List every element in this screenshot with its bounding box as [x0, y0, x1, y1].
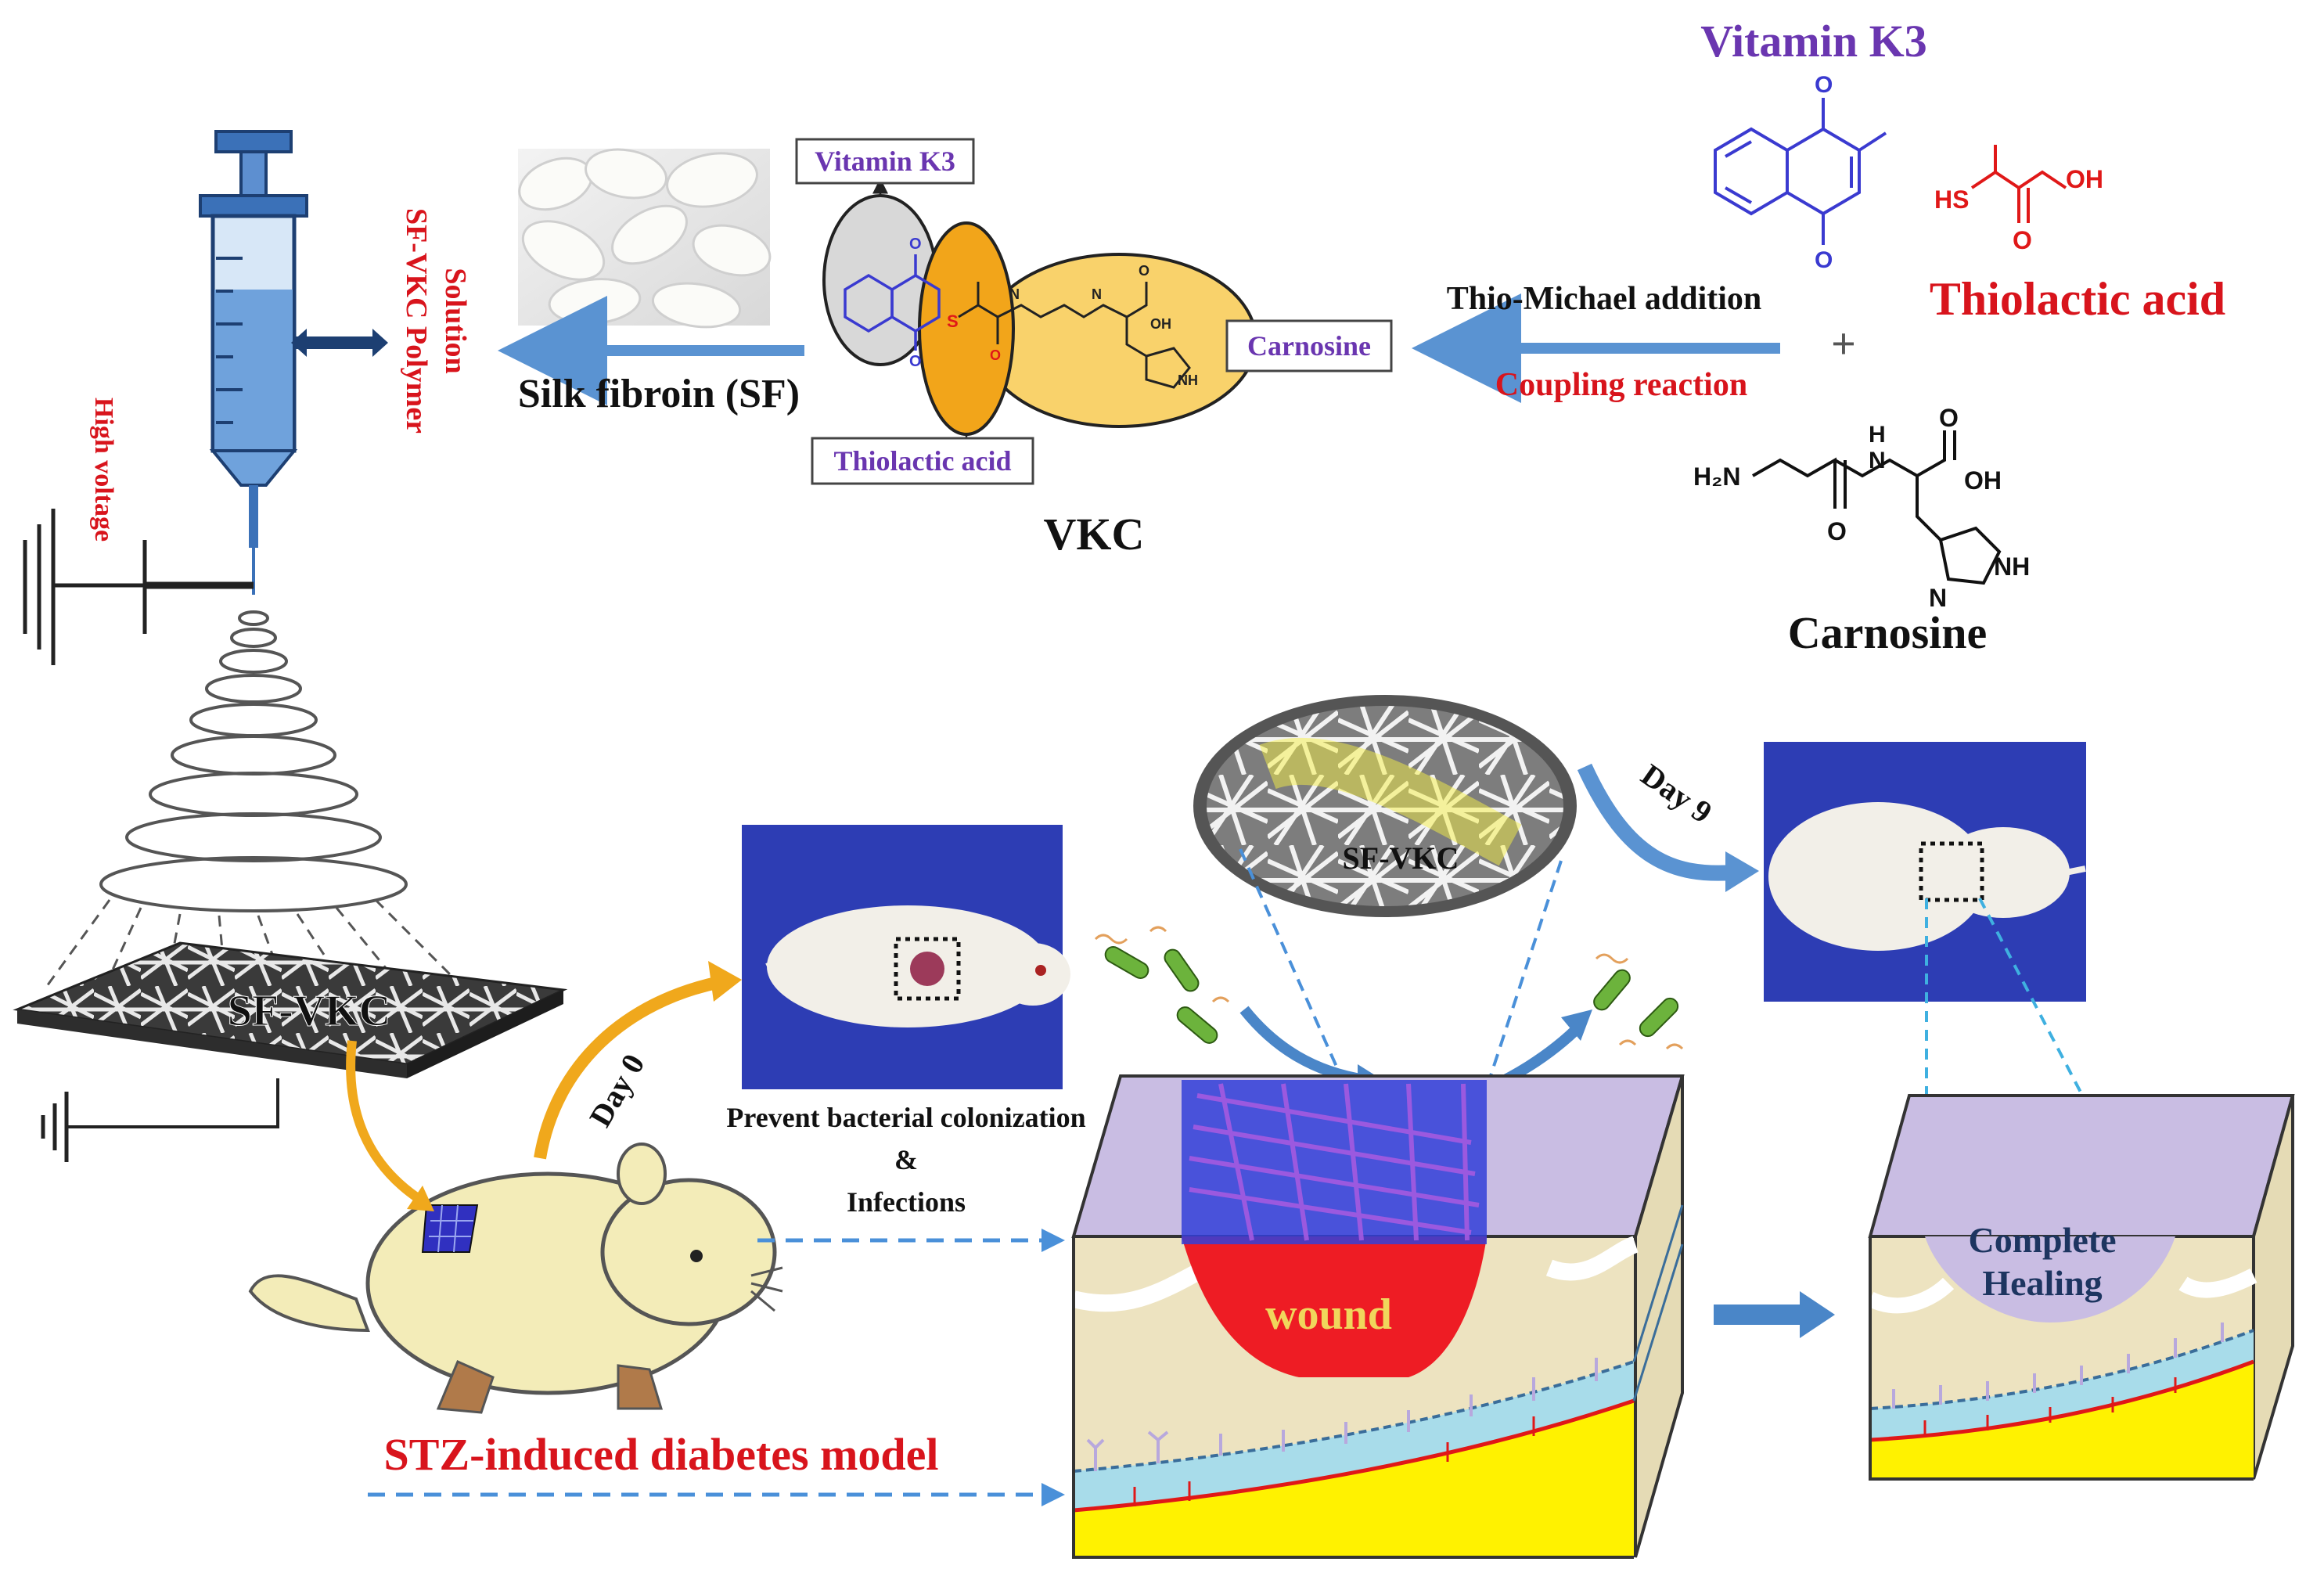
coupling-reaction-label: Coupling reaction — [1495, 367, 1747, 403]
svg-text:H: H — [1869, 422, 1886, 448]
polymer-solution-label-2: Solution — [439, 268, 472, 373]
svg-text:OH: OH — [1964, 466, 2002, 495]
svg-text:N: N — [1929, 584, 1947, 612]
complete-label-1: Complete — [1968, 1220, 2116, 1260]
arrow-day9 — [1577, 763, 1759, 892]
svg-text:HS: HS — [1934, 185, 1969, 214]
silk-cocoons-photo — [518, 148, 772, 329]
day0-label: Day 0 — [582, 1048, 651, 1132]
sf-vkc-oval-label: SF-VKC — [1343, 840, 1459, 876]
svg-text:N: N — [1092, 286, 1102, 302]
healed-skin-block: Complete Healing — [1866, 1094, 2295, 1481]
thiolactic-acid-callout-box: Thiolactic acid — [811, 437, 1034, 485]
silk-fibroin-label: Silk fibroin (SF) — [518, 372, 800, 416]
carnosine-title: Carnosine — [1788, 607, 1988, 658]
vitamin-k3-title: Vitamin K3 — [1700, 16, 1926, 67]
syringe — [199, 130, 308, 595]
mouse-photo-day9 — [1764, 742, 2086, 1002]
day9-label: Day 9 — [1635, 757, 1718, 830]
polymer-solution-label-1: SF-VKC Polymer — [400, 208, 433, 434]
arrow-wound-to-healed — [1714, 1291, 1835, 1338]
complete-label-2: Healing — [1982, 1263, 2102, 1303]
svg-text:O: O — [990, 347, 1001, 363]
vitamin-k3-callout-label: Vitamin K3 — [815, 146, 955, 177]
svg-text:H₂N: H₂N — [1693, 462, 1740, 491]
ground-symbol-bottom — [41, 1078, 279, 1162]
orange-arrow-mat-to-mouse — [346, 1040, 434, 1211]
svg-text:O: O — [1139, 263, 1149, 279]
wound-label: wound — [1265, 1290, 1392, 1339]
carnosine-structure: H₂N O H N O OH NH N — [1693, 404, 2030, 612]
carnosine-callout-box: Carnosine — [1225, 319, 1393, 372]
electrospinning-jet-spiral — [45, 610, 463, 1002]
carnosine-callout-label: Carnosine — [1247, 330, 1371, 362]
sf-vkc-sem-oval: SF-VKC — [1193, 695, 1577, 917]
thio-michael-label: Thio-Michael addition — [1447, 281, 1762, 317]
stz-model-label: STZ-induced diabetes model — [384, 1429, 939, 1480]
bacteria-icon-group-right — [1593, 953, 1684, 1050]
thiolactic-acid-title: Thiolactic acid — [1930, 273, 2225, 325]
svg-text:O: O — [909, 236, 922, 253]
vkc-molecule: O O S O N N O OH NH — [822, 194, 1257, 436]
vitamin-k3-structure: O O — [1714, 72, 1887, 273]
oval-dashed-lines — [1239, 848, 1563, 1089]
svg-text:NH: NH — [1178, 372, 1198, 388]
svg-text:N: N — [1009, 286, 1020, 302]
prevent-label-2: & — [894, 1144, 918, 1175]
diabetic-mouse-illustration — [248, 1143, 783, 1414]
svg-text:O: O — [1815, 247, 1833, 273]
svg-text:NH: NH — [1994, 552, 2030, 581]
svg-text:O: O — [1827, 517, 1847, 545]
svg-text:O: O — [909, 353, 922, 370]
sf-vkc-nanofiber-mat: SF-VKC — [13, 941, 568, 1078]
prevent-label-1: Prevent bacterial colonization — [726, 1102, 1085, 1133]
bacteria-icon-group-left — [1094, 926, 1230, 1044]
vitamin-k3-callout-box: Vitamin K3 — [795, 138, 975, 185]
high-voltage-label: High voltage — [89, 398, 118, 542]
svg-text:S: S — [947, 311, 959, 331]
plus-sign: + — [1831, 320, 1856, 369]
wound-skin-block: wound — [1071, 1074, 1685, 1559]
svg-text:OH: OH — [1150, 316, 1171, 332]
thiolactic-acid-callout-label: Thiolactic acid — [834, 445, 1012, 477]
svg-text:OH: OH — [2066, 165, 2103, 193]
double-arrow-icon — [291, 329, 388, 357]
mouse-photo-day0 — [742, 825, 1070, 1089]
vkc-label: VKC — [1044, 509, 1145, 560]
orange-arrow-day0 — [534, 961, 742, 1160]
ground-symbol-top — [23, 509, 254, 665]
thiolactic-acid-structure: HS OH O — [1934, 145, 2103, 254]
prevent-label-3: Infections — [847, 1186, 966, 1218]
svg-text:O: O — [1815, 72, 1833, 98]
svg-text:O: O — [2013, 226, 2032, 254]
sf-vkc-mat-label: SF-VKC — [228, 987, 390, 1035]
svg-text:O: O — [1939, 404, 1959, 432]
svg-text:N: N — [1869, 448, 1886, 473]
